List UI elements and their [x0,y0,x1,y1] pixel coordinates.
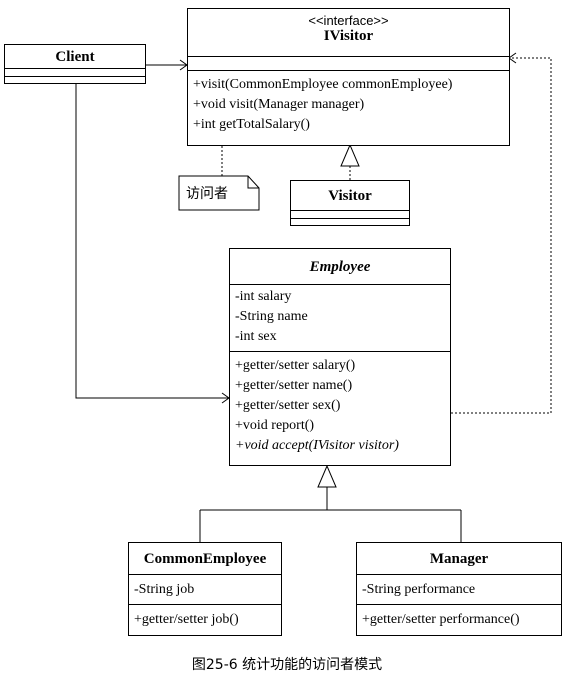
employee-method: +getter/setter sex() [235,398,341,413]
manager-attributes: -String performance [357,575,561,605]
note-visitor: 访问者 [186,186,228,202]
commonemployee-name: CommonEmployee [129,543,281,575]
visitor-attributes [291,211,409,219]
manager-method: +getter/setter performance() [362,612,520,627]
visitor-methods [291,219,409,225]
employee-method: +getter/setter name() [235,378,353,393]
client-name: Client [5,45,145,69]
employee-methods: +getter/setter salary() +getter/setter n… [230,352,450,456]
ivisitor-stereotype: <<interface>> [308,13,389,28]
commonemployee-method: +getter/setter job() [134,612,239,627]
ivisitor-methods: +visit(CommonEmployee commonEmployee) +v… [188,71,509,135]
ivisitor-attributes [188,57,509,71]
class-client[interactable]: Client [4,44,146,84]
client-to-employee-association [75,83,229,399]
figure-caption: 图25-6 统计功能的访问者模式 [191,657,383,673]
commonemployee-attribute: -String job [134,582,195,597]
employee-attribute: -int salary [235,289,292,304]
class-commonemployee[interactable]: CommonEmployee -String job +getter/sette… [128,542,282,636]
ivisitor-method: +visit(CommonEmployee commonEmployee) [193,77,453,92]
employee-method-abstract: +void accept(IVisitor visitor) [235,438,399,453]
visitor-name: Visitor [291,181,409,211]
commonemployee-methods: +getter/setter job() [129,605,281,630]
employee-name: Employee [230,249,450,285]
employee-attributes: -int salary -String name -int sex [230,285,450,352]
client-attributes [5,69,145,77]
ivisitor-header: <<interface>> IVisitor [188,9,509,57]
note-shape [178,175,260,211]
manager-name: Manager [357,543,561,575]
commonemployee-attributes: -String job [129,575,281,605]
generalization-arrowhead [317,464,337,488]
class-visitor[interactable]: Visitor [290,180,410,226]
employee-attribute: -int sex [235,329,277,344]
client-methods [5,77,145,83]
note-fold [247,176,259,189]
manager-methods: +getter/setter performance() [357,605,561,630]
visitor-realization-arrowhead [340,143,360,167]
ivisitor-method: +int getTotalSalary() [193,117,310,132]
class-manager[interactable]: Manager -String performance +getter/sett… [356,542,562,636]
manager-attribute: -String performance [362,582,476,597]
employee-method: +void report() [235,418,315,433]
employee-method: +getter/setter salary() [235,358,356,373]
abstract-class-employee[interactable]: Employee -int salary -String name -int s… [229,248,451,466]
interface-ivisitor[interactable]: <<interface>> IVisitor +visit(CommonEmpl… [187,8,510,146]
ivisitor-method: +void visit(Manager manager) [193,97,365,112]
employee-to-ivisitor-dependency [451,57,552,414]
employee-attribute: -String name [235,309,308,324]
ivisitor-name: IVisitor [323,28,374,44]
